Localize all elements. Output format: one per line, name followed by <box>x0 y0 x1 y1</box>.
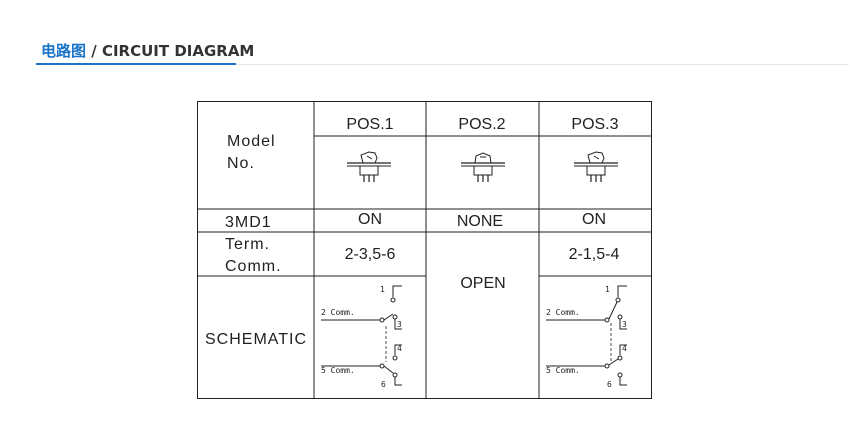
pin-3-label: 3 <box>397 320 402 329</box>
pos2-state: NONE <box>457 213 503 230</box>
rocker-switch-icon <box>461 152 505 182</box>
pos2-term: OPEN <box>460 275 505 292</box>
pin-1-label: 1 <box>380 285 385 294</box>
schematic-label: SCHEMATIC <box>205 331 307 348</box>
pin-6-label: 6 <box>607 380 612 389</box>
comm-top-label: 2 Comm. <box>321 308 355 317</box>
comm-label: Comm. <box>225 258 282 275</box>
circuit-diagram-table: Model No. 3MD1 Term. Comm. SCHEMATIC POS… <box>197 101 653 401</box>
comm-bottom-label: 5 Comm. <box>321 366 355 375</box>
pos3-header: POS.3 <box>571 116 618 133</box>
pos3-schematic: 2 Comm. 5 Comm. 1 3 4 6 <box>546 285 627 389</box>
pos1-term: 2-3,5-6 <box>345 246 396 263</box>
table-grid <box>197 101 652 399</box>
pos3-state: ON <box>582 211 606 228</box>
pin-6-label: 6 <box>381 380 386 389</box>
section-title: 电路图 / CIRCUIT DIAGRAM <box>41 40 254 61</box>
section-title-separator: / <box>86 42 102 60</box>
comm-top-label: 2 Comm. <box>546 308 580 317</box>
pin-1-label: 1 <box>605 285 610 294</box>
circuit-diagram-svg: Model No. 3MD1 Term. Comm. SCHEMATIC POS… <box>197 101 652 399</box>
pin-4-label: 4 <box>622 344 627 353</box>
model-label: Model <box>227 133 276 150</box>
pin-3-label: 3 <box>622 320 627 329</box>
section-title-en: CIRCUIT DIAGRAM <box>101 42 255 60</box>
section-title-underline <box>36 63 236 65</box>
pos3-term: 2-1,5-4 <box>569 246 620 263</box>
section-header: 电路图 / CIRCUIT DIAGRAM <box>36 36 849 65</box>
pos1-schematic: 2 Comm. 5 Comm. 1 3 4 6 <box>321 285 402 389</box>
rocker-switch-icon <box>573 151 619 183</box>
model-no-label: No. <box>227 155 255 172</box>
model-number-value: 3MD1 <box>225 214 272 231</box>
rocker-switch-icon <box>346 151 392 183</box>
pin-4-label: 4 <box>397 344 402 353</box>
pos2-header: POS.2 <box>458 116 505 133</box>
term-label: Term. <box>225 236 270 253</box>
pos1-state: ON <box>358 211 382 228</box>
section-title-zh: 电路图 <box>41 42 87 60</box>
pos1-header: POS.1 <box>346 116 393 133</box>
comm-bottom-label: 5 Comm. <box>546 366 580 375</box>
